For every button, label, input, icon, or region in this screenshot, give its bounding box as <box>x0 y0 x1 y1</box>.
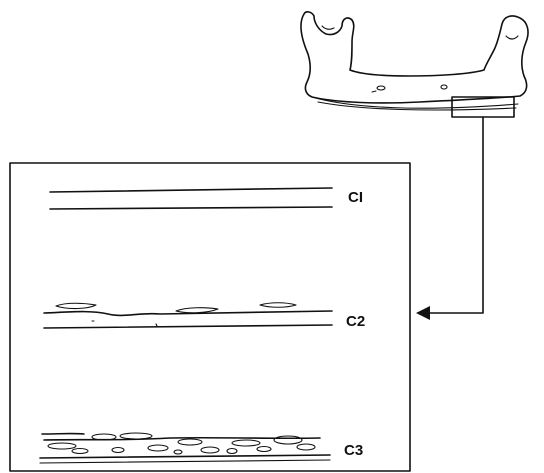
c3-pore-6 <box>274 436 302 444</box>
c2-lacuna-3 <box>260 303 296 308</box>
c2-lacuna-1 <box>56 303 96 308</box>
c3-pore-8 <box>112 448 124 453</box>
c3-lower-line-2 <box>40 460 330 463</box>
connector-line <box>427 117 483 313</box>
coronoid-notch-right <box>506 36 518 39</box>
c2-lower-line <box>44 325 332 328</box>
coronoid-notch-left <box>322 26 334 29</box>
c3-pore-3 <box>120 433 152 439</box>
c3-lower-line <box>40 455 330 458</box>
c3-pore-4 <box>178 439 202 445</box>
c3-pore-5 <box>232 440 260 446</box>
c3-pore-10 <box>201 447 219 453</box>
mandible-illustration <box>301 12 528 117</box>
connector-arrow <box>416 117 483 320</box>
c2-dot-2 <box>156 324 157 326</box>
c3-pore-14 <box>174 450 182 454</box>
c3-pore-9 <box>148 445 168 451</box>
mandible-mark <box>372 91 376 92</box>
c3-pore-12 <box>257 447 271 452</box>
class-c3-illustration <box>40 433 330 463</box>
mental-foramen-left <box>377 86 385 90</box>
label-c2: C2 <box>346 313 365 330</box>
c3-pore-13 <box>297 444 315 450</box>
c1-lower-line <box>50 207 332 209</box>
label-c1: CI <box>348 189 363 206</box>
c3-pore-11 <box>227 449 237 454</box>
mental-foramen-right <box>441 85 447 89</box>
mandible-outline <box>301 12 528 103</box>
c1-upper-line <box>50 188 332 192</box>
arrow-head <box>416 306 430 320</box>
class-c2-illustration <box>44 303 332 328</box>
class-c1-illustration <box>50 188 332 209</box>
label-c3: C3 <box>344 442 363 459</box>
c2-lacuna-2 <box>176 308 218 313</box>
c3-pore-1 <box>48 443 76 449</box>
c3-pore-7 <box>72 449 88 454</box>
